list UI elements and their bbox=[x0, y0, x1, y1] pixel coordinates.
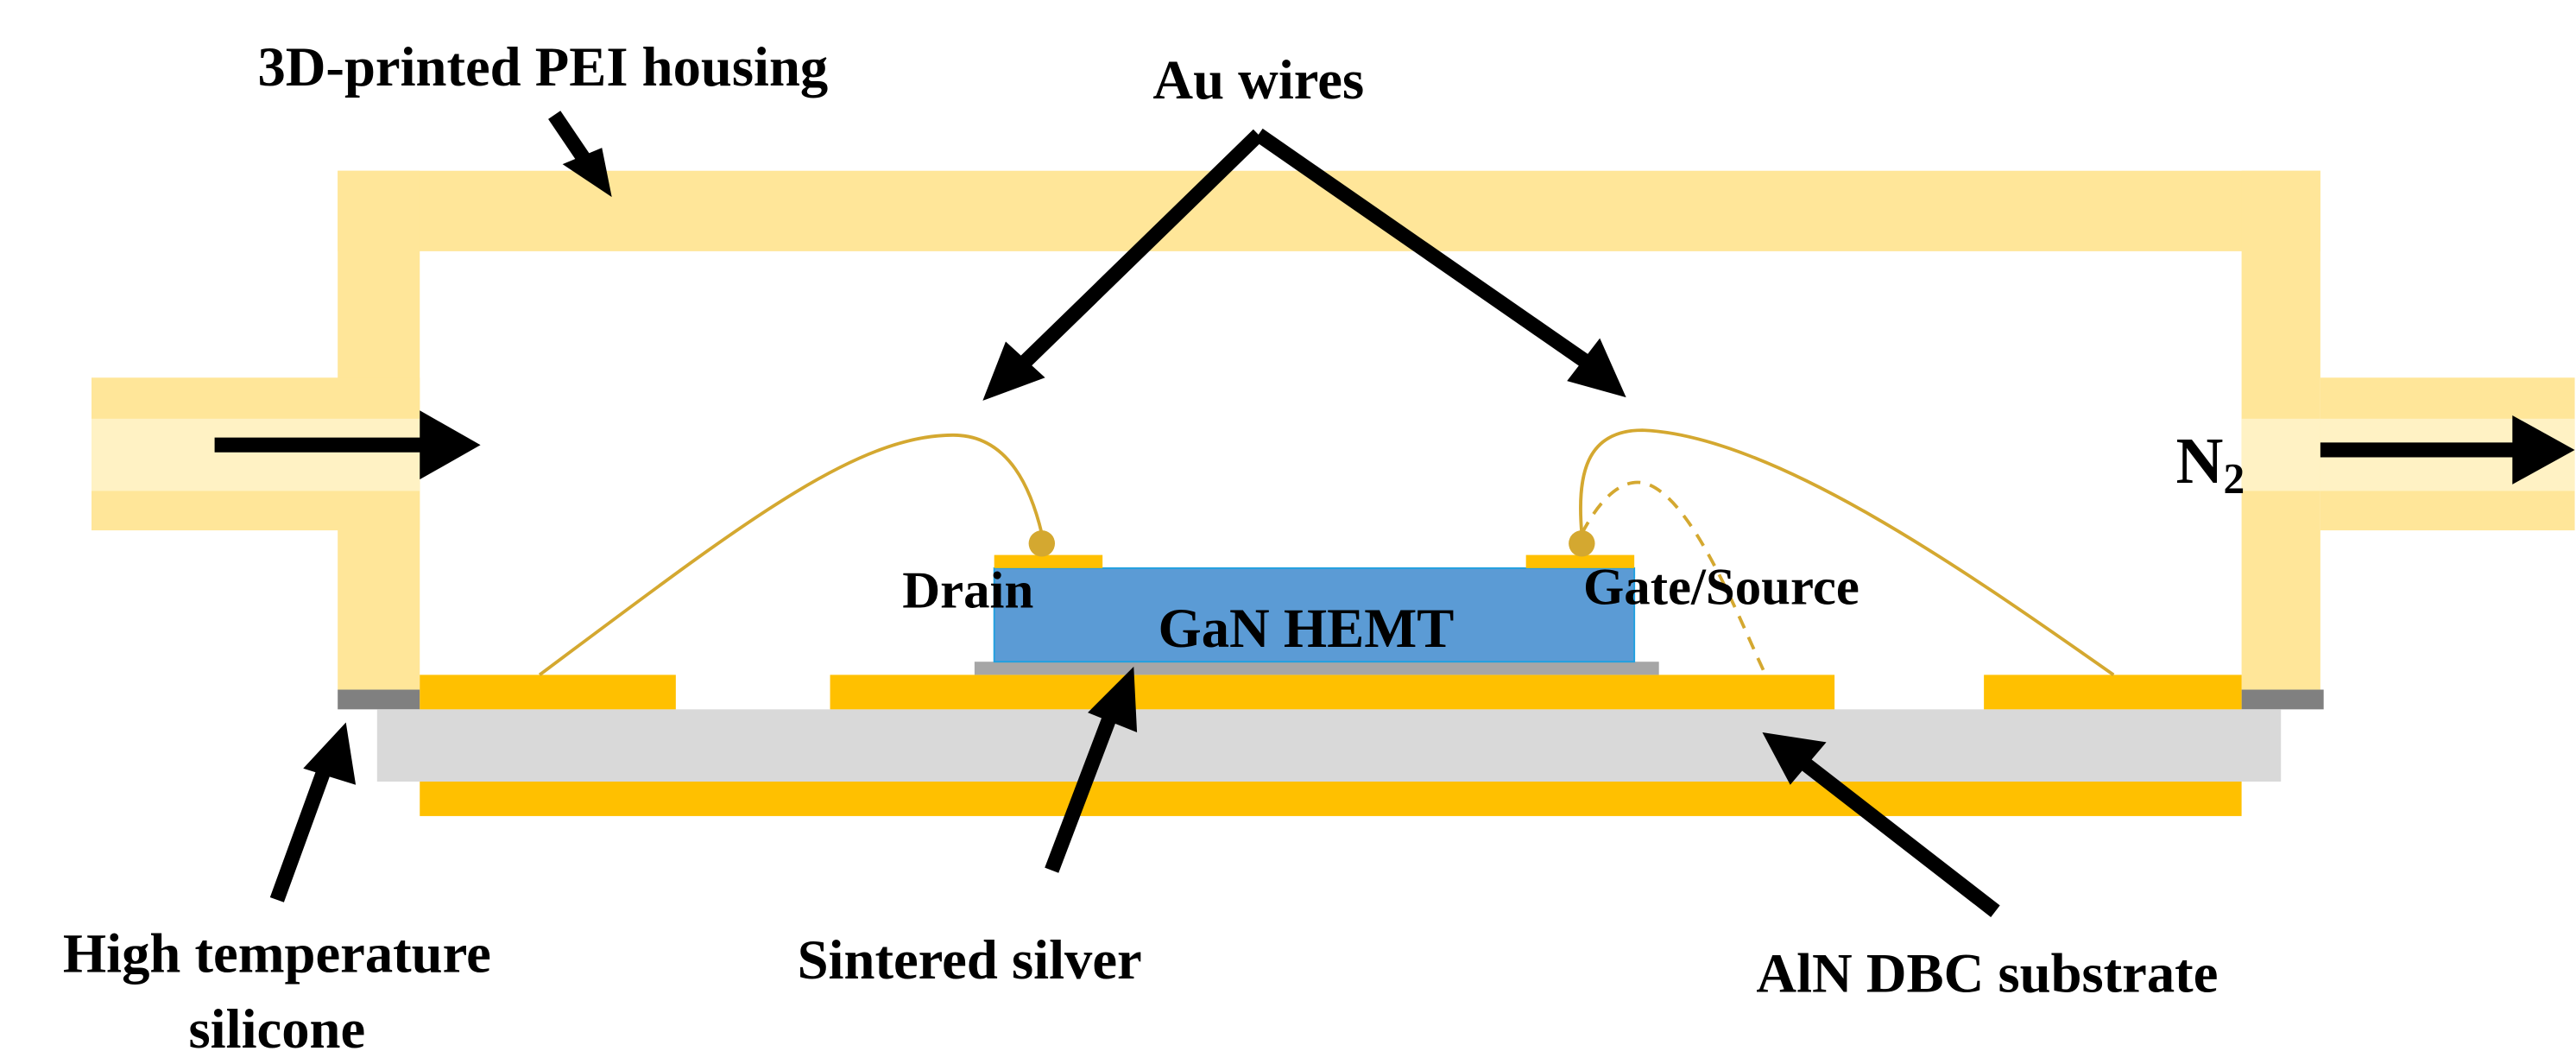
sintered-silver-layer bbox=[974, 662, 1659, 675]
copper-pad-right bbox=[1984, 674, 2242, 710]
gate-wire bbox=[1579, 428, 2115, 676]
silicone-seal-left bbox=[338, 689, 420, 710]
arrow-sintered-silver bbox=[1045, 666, 1138, 873]
arrow-au-wire-right bbox=[1253, 128, 1626, 398]
arrow-n2-outlet bbox=[2320, 415, 2575, 484]
label-au-wires: Au wires bbox=[1152, 48, 1364, 111]
label-gan-hemt: GaN HEMT bbox=[1158, 597, 1454, 659]
bottom-copper bbox=[420, 781, 2242, 816]
label-drain: Drain bbox=[902, 561, 1033, 619]
gate-pad bbox=[1525, 554, 1635, 568]
arrow-aln-substrate bbox=[1762, 732, 2000, 917]
label-aln-substrate: AlN DBC substrate bbox=[1756, 941, 2218, 1004]
copper-pad-left bbox=[420, 674, 676, 710]
label-silicone-line2: silicone bbox=[189, 998, 366, 1060]
arrow-housing bbox=[548, 111, 612, 198]
drain-wire bbox=[538, 433, 1044, 676]
arrow-silicone bbox=[269, 722, 357, 902]
label-sintered-silver: Sintered silver bbox=[798, 928, 1142, 991]
aln-substrate bbox=[376, 709, 2282, 782]
label-n2: N2 bbox=[2176, 425, 2245, 502]
label-gate-source: Gate/Source bbox=[1583, 559, 1859, 617]
label-silicone-line1: High temperature bbox=[63, 922, 491, 985]
copper-pad-center bbox=[830, 674, 1835, 710]
drain-pad bbox=[994, 554, 1103, 568]
gate-bond-ball bbox=[1569, 530, 1595, 557]
gan-hemt-die bbox=[993, 567, 1636, 663]
label-housing: 3D-printed PEI housing bbox=[257, 35, 828, 98]
source-wire-dashed bbox=[1580, 480, 1767, 676]
drain-bond-ball bbox=[1028, 530, 1056, 557]
silicone-seal-right bbox=[2241, 689, 2324, 710]
arrow-n2-inlet bbox=[214, 410, 481, 480]
arrow-au-wire-left bbox=[982, 129, 1264, 401]
